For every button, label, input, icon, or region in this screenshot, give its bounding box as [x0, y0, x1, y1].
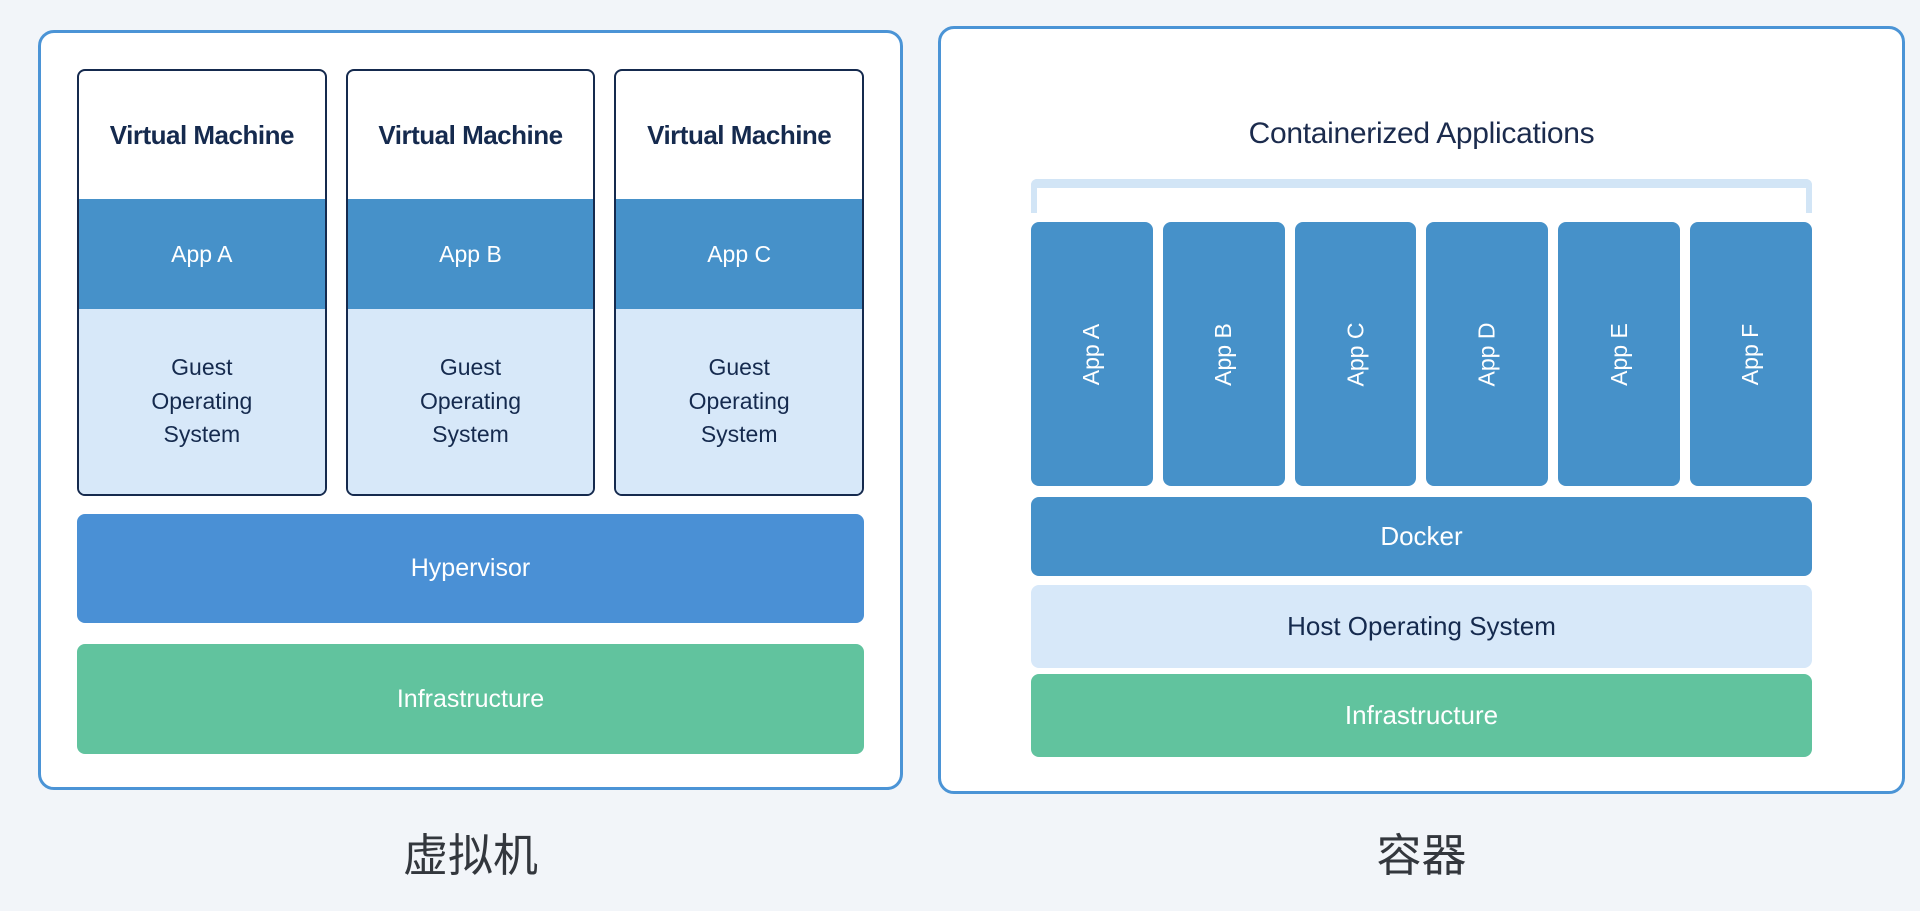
infrastructure-bar: Infrastructure [1031, 674, 1812, 757]
container-app-e: App E [1558, 222, 1681, 486]
container-app-a: App A [1031, 222, 1153, 486]
vm-guest-os-block: Guest Operating System [616, 309, 863, 494]
containers-panel: Containerized Applications App A App B A… [938, 26, 1905, 794]
vm-app-block: App C [616, 199, 863, 309]
container-app-label: App B [1210, 322, 1237, 386]
container-app-f: App F [1690, 222, 1812, 486]
vm-card-1: Virtual Machine App A Guest Operating Sy… [77, 69, 327, 496]
vm-guest-os-block: Guest Operating System [79, 309, 325, 494]
left-caption-virtual-machine: 虚拟机 [402, 830, 538, 881]
vm-card-2: Virtual Machine App B Guest Operating Sy… [345, 69, 596, 496]
host-operating-system-bar: Host Operating System [1031, 585, 1812, 668]
containers-group-bracket [1031, 179, 1812, 213]
container-app-label: App A [1078, 323, 1105, 385]
vm-guest-os-label: Guest Operating System [688, 354, 790, 448]
container-app-b: App B [1162, 222, 1285, 486]
infrastructure-bar: Infrastructure [77, 644, 864, 754]
vm-app-block: App B [347, 199, 594, 309]
container-app-label: App E [1605, 322, 1632, 386]
container-app-c: App C [1294, 222, 1417, 486]
hypervisor-bar: Hypervisor [77, 514, 864, 623]
docker-bar: Docker [1031, 497, 1812, 576]
container-apps-row: App A App B App C App D App E App F [1031, 222, 1812, 486]
container-app-label: App F [1737, 323, 1764, 385]
vm-guest-os-label: Guest Operating System [151, 354, 253, 448]
container-app-d: App D [1426, 222, 1549, 486]
vm-card-3: Virtual Machine App C Guest Operating Sy… [614, 69, 865, 496]
vm-title: Virtual Machine [378, 119, 563, 150]
virtual-machines-panel: Virtual Machine App A Guest Operating Sy… [38, 30, 903, 790]
containerized-applications-title: Containerized Applications [1248, 117, 1595, 150]
vm-cards-row: Virtual Machine App A Guest Operating Sy… [77, 69, 865, 496]
vm-guest-os-block: Guest Operating System [347, 309, 594, 494]
vm-guest-os-label: Guest Operating System [419, 354, 521, 448]
vm-title: Virtual Machine [109, 119, 295, 150]
vm-title: Virtual Machine [647, 119, 832, 150]
container-app-label: App D [1473, 322, 1500, 386]
right-caption-container: 容器 [1376, 830, 1467, 881]
container-app-label: App C [1342, 322, 1369, 386]
vm-app-block: App A [79, 199, 325, 309]
